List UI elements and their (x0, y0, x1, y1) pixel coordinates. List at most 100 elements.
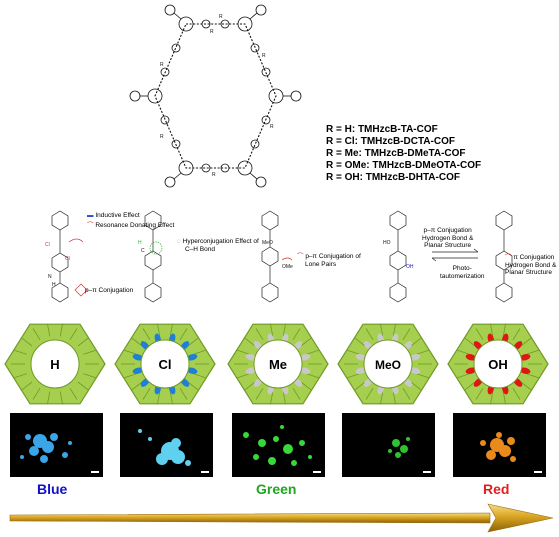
framework-ridge (244, 337, 256, 347)
framework-ridge (346, 373, 360, 379)
micrograph-me (232, 413, 325, 477)
framework-ridge (292, 387, 301, 400)
framework-ridge (282, 391, 286, 405)
emission-label-green: Green (256, 481, 297, 497)
framework-ridge (32, 387, 41, 400)
substituent-marker (132, 367, 144, 374)
framework-ridge (193, 349, 207, 355)
micrograph-meo (342, 413, 435, 477)
svg-text:R: R (160, 134, 164, 140)
framework-ridge (526, 349, 540, 355)
substituent-marker (465, 367, 477, 374)
framework-ridge (490, 323, 494, 337)
framework-ridge (142, 328, 151, 341)
framework-ridge (292, 328, 301, 341)
framework-ridge (502, 323, 506, 337)
framework-ring-cl: Cl (114, 323, 216, 405)
framework-ridge (83, 349, 97, 355)
label-oh-left-effects: p–π Conjugation Hydrogen Bond & Planar S… (422, 227, 474, 249)
framework-ridge (365, 328, 374, 341)
framework-ridge (392, 391, 396, 405)
substituent-marker (355, 367, 367, 374)
framework-ridge (282, 323, 286, 337)
framework-ridge (402, 387, 411, 400)
substituent-marker (519, 354, 531, 361)
scale-bar (423, 471, 431, 473)
framework-ridge (83, 373, 97, 379)
substituent-marker (132, 354, 144, 361)
framework-ring-h: H (4, 323, 106, 405)
vertex-benzene-rings (129, 4, 302, 188)
framework-ridge (123, 349, 137, 355)
framework-ridge (77, 337, 89, 347)
framework-ridge (21, 337, 33, 347)
svg-text:R: R (262, 53, 266, 59)
svg-text:C: C (141, 248, 145, 254)
framework-ridge (300, 381, 312, 391)
framework-ridge (131, 381, 143, 391)
framework-ridge (169, 323, 173, 337)
substituent-marker (245, 354, 257, 361)
framework-ridge (306, 349, 320, 355)
framework-ridge (380, 323, 384, 337)
framework-ridge (402, 328, 411, 341)
framework-ridge (346, 349, 360, 355)
framework-ridge (410, 337, 422, 347)
scale-bar (201, 471, 209, 473)
framework-ridge (236, 373, 250, 379)
micrograph-oh (453, 413, 546, 477)
micrograph-cl (120, 413, 213, 477)
svg-text:H: H (138, 240, 142, 246)
scale-bar (313, 471, 321, 473)
framework-ridge (300, 337, 312, 347)
framework-ridge (47, 323, 51, 337)
substituent-marker (409, 354, 421, 361)
framework-ridge (13, 373, 27, 379)
framework-ring-meo: MeO (337, 323, 439, 405)
framework-ridge (464, 337, 476, 347)
framework-ridge (157, 391, 161, 405)
framework-ridge (475, 387, 484, 400)
framework-ridge (270, 323, 274, 337)
svg-text:HO: HO (383, 240, 391, 246)
framework-ridge (354, 381, 366, 391)
cof-name-oh: R = OH: TMHzcB-DHTA-COF (326, 172, 460, 183)
scale-bar (91, 471, 99, 473)
framework-ridge (392, 323, 396, 337)
framework-ridge (69, 328, 78, 341)
framework-ridge (179, 328, 188, 341)
framework-ridge (490, 391, 494, 405)
framework-ridge (255, 328, 264, 341)
framework-ridge (365, 387, 374, 400)
framework-ridge (169, 391, 173, 405)
svg-text:Cl: Cl (65, 256, 70, 262)
framework-ridge (456, 373, 470, 379)
framework-ridge (416, 373, 430, 379)
framework-ridge (526, 373, 540, 379)
framework-ridge (380, 391, 384, 405)
structure-ome (389, 210, 407, 303)
framework-ridge (187, 337, 199, 347)
emission-label-red: Red (483, 481, 510, 497)
framework-ridge (502, 391, 506, 405)
cof-name-h: R = H: TMHzcB-TA-COF (326, 124, 438, 135)
label-resonance-effect: ⌒ Resonance Donating Effect (87, 222, 175, 229)
framework-ridge (47, 391, 51, 405)
framework-ridge (520, 337, 532, 347)
framework-ridge (187, 381, 199, 391)
svg-text:R: R (210, 29, 214, 35)
framework-ridge (59, 391, 63, 405)
label-oh-right-effects: ⌒ π Conjugation Hydrogen Bond & Planar S… (505, 254, 557, 276)
framework-ridge (21, 381, 33, 391)
framework-pore (473, 339, 523, 389)
framework-ring-label: H (50, 357, 59, 372)
svg-text:MeO: MeO (262, 240, 273, 246)
framework-ridge (236, 349, 250, 355)
framework-ridge (131, 337, 143, 347)
framework-ridge (270, 391, 274, 405)
svg-text:OMe: OMe (282, 264, 293, 270)
arrow-head (487, 503, 554, 533)
